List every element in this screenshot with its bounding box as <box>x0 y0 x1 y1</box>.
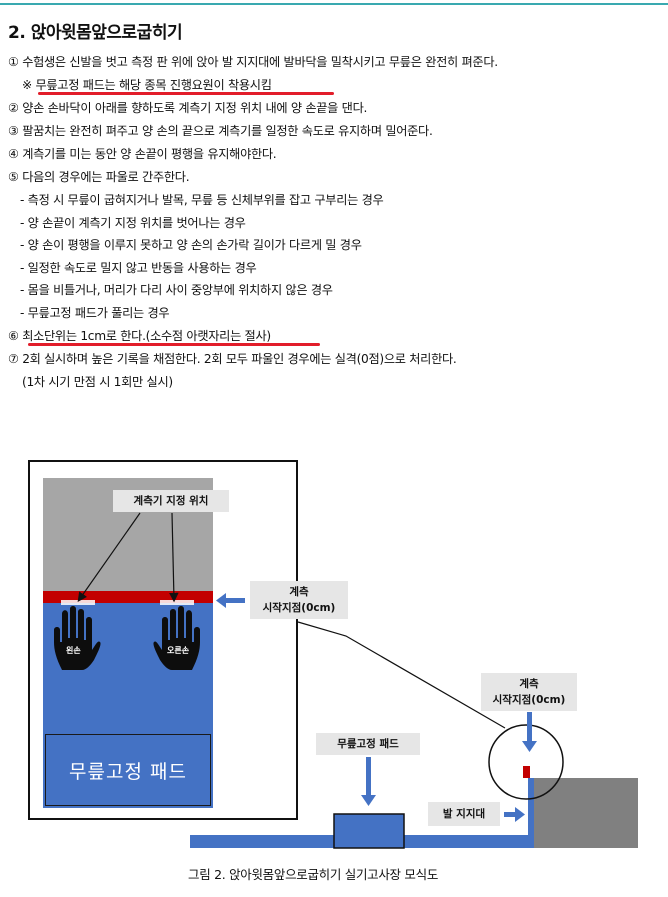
knee-pad-box: 무릎고정 패드 <box>45 734 211 806</box>
side-start-point-red <box>523 766 530 778</box>
knee-pad-note: ※ 무릎고정 패드는 해당 종목 진행요원이 착용시킴 <box>22 78 272 92</box>
right-hand-label: 오른손 <box>167 646 190 655</box>
start-point-label-side-line2: 시작지점(0cm) <box>492 694 566 706</box>
foul-item: - 무릎고정 패드가 풀리는 경우 <box>20 306 170 320</box>
pointer-line-right <box>169 512 179 603</box>
connector-line <box>297 621 506 729</box>
start-point-label-side-line1: 계측 <box>519 678 539 690</box>
left-hand-icon <box>54 606 101 670</box>
instruction-3: ③ 팔꿈치는 완전히 펴주고 양 손의 끝으로 계측기를 일정한 속도로 유지하… <box>8 124 433 138</box>
right-hand-icon <box>153 606 200 670</box>
foul-item: - 측정 시 무릎이 굽혀지거나 발목, 무릎 등 신체부위를 잡고 구부리는 … <box>20 193 384 207</box>
instruction-4: ④ 계측기를 미는 동안 양 손끝이 평행을 유지해야한다. <box>8 147 277 161</box>
knee-pad-side-label: 무릎고정 패드 <box>316 733 420 755</box>
foul-item: - 몸을 비틀거나, 머리가 다리 사이 중앙부에 위치하지 않은 경우 <box>20 283 333 297</box>
start-point-label-top: 계측 시작지점(0cm) <box>250 581 348 619</box>
instruction-7-note: (1차 시기 만점 시 1회만 실시) <box>22 375 173 389</box>
foul-item: - 양 손끝이 계측기 지정 위치를 벗어나는 경우 <box>20 216 246 230</box>
side-support-block <box>528 778 638 848</box>
side-knee-pad <box>333 813 405 849</box>
instruction-7: ⑦ 2회 실시하며 높은 기록을 채점한다. 2회 모두 파울인 경우에는 실격… <box>8 352 457 366</box>
note-red-underline <box>38 92 334 95</box>
start-point-label-side: 계측 시작지점(0cm) <box>481 673 577 711</box>
instruction-1: ① 수험생은 신발을 벗고 측정 판 위에 앉아 발 지지대에 발바닥을 밀착시… <box>8 55 498 69</box>
instruction-6: ⑥ 최소단위는 1cm로 한다.(소수점 아랫자리는 절사) <box>8 329 271 343</box>
zoom-circle <box>488 724 564 800</box>
instruction-5: ⑤ 다음의 경우에는 파울로 간주한다. <box>8 170 190 184</box>
foul-item: - 일정한 속도로 밀지 않고 반동을 사용하는 경우 <box>20 261 257 275</box>
foot-support-label: 발 지지대 <box>428 802 500 826</box>
knee-pad-arrow <box>361 757 376 806</box>
header-accent-line <box>0 3 668 5</box>
designated-position-label: 계측기 지정 위치 <box>113 490 229 512</box>
left-hand-label: 왼손 <box>66 646 81 655</box>
figure-caption: 그림 2. 앉아윗몸앞으로굽히기 실기고사장 모식도 <box>188 867 439 882</box>
start-point-label-top-line1: 계측 <box>289 586 309 598</box>
start-point-label-top-line2: 시작지점(0cm) <box>262 602 336 614</box>
instruction-2: ② 양손 손바닥이 아래를 향하도록 계측기 지정 위치 내에 양 손끝을 댄다… <box>8 101 368 115</box>
start-point-arrow-top <box>216 593 245 608</box>
pointer-line-left <box>77 512 141 602</box>
section-heading: 2. 앉아윗몸앞으로굽히기 <box>8 23 183 43</box>
side-support-plate <box>528 778 534 848</box>
foot-support-arrow <box>504 807 525 822</box>
foul-item: - 양 손이 평행을 이루지 못하고 양 손의 손가락 길이가 다르게 밀 경우 <box>20 238 362 252</box>
fingertip-marks <box>61 600 194 605</box>
unit-red-underline <box>28 343 320 346</box>
side-start-arrow <box>522 712 537 752</box>
